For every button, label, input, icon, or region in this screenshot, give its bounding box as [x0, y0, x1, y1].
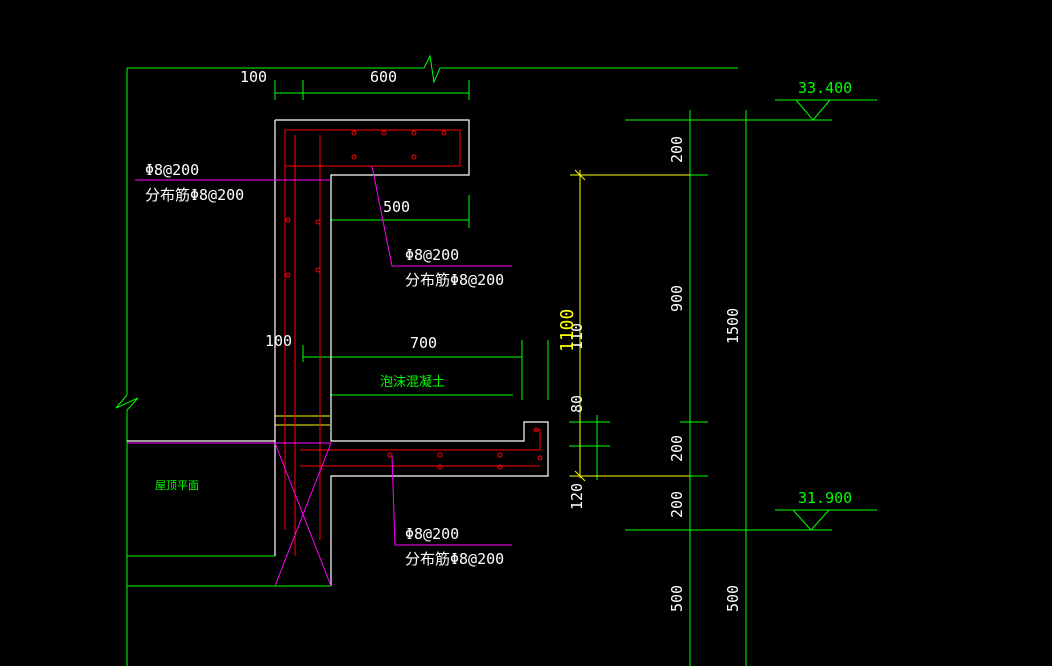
rebar-dots — [285, 130, 543, 470]
dim-top-100: 100 — [240, 68, 267, 86]
dim-right-500-left: 500 — [668, 585, 686, 612]
dim-mid-100: 100 — [265, 332, 292, 350]
dim-top-600: 600 — [370, 68, 397, 86]
dim-right-900: 900 — [668, 285, 686, 312]
leader-lines — [127, 165, 512, 587]
dim-inner-500: 500 — [383, 198, 410, 216]
dim-left-80: 80 — [568, 395, 586, 413]
yellow-dimension — [275, 169, 690, 482]
annotation-upper-left-dist: 分布筋Φ8@200 — [145, 186, 244, 204]
green-guide-lines — [115, 54, 877, 666]
label-roof-plan: 屋顶平面 — [155, 479, 199, 492]
annotation-bottom-main: Φ8@200 — [405, 525, 459, 543]
dim-width-700: 700 — [410, 334, 437, 352]
dimension-texts: 100 600 500 100 700 200 900 1500 200 200… — [240, 68, 742, 612]
dim-right-200-mid: 200 — [668, 435, 686, 462]
rebar-annotations: Φ8@200 分布筋Φ8@200 Φ8@200 分布筋Φ8@200 Φ8@200… — [145, 161, 504, 568]
dim-right-500-right: 500 — [724, 585, 742, 612]
label-foam-concrete: 泡沫混凝土 — [380, 374, 445, 390]
dim-yellow-1100: 1100 — [557, 309, 578, 352]
dim-right-200-top: 200 — [668, 136, 686, 163]
elevation-top: 33.400 — [798, 79, 852, 97]
dim-right-200-bottom: 200 — [668, 491, 686, 518]
annotation-middle-dist: 分布筋Φ8@200 — [405, 271, 504, 289]
concrete-outline — [127, 119, 549, 586]
dim-left-120: 120 — [568, 483, 586, 510]
annotation-middle-main: Φ8@200 — [405, 246, 459, 264]
annotation-bottom-dist: 分布筋Φ8@200 — [405, 550, 504, 568]
annotation-upper-left-main: Φ8@200 — [145, 161, 199, 179]
dim-right-1500: 1500 — [724, 308, 742, 344]
dim-side-110: 110 — [568, 323, 586, 350]
elevation-bottom: 31.900 — [798, 489, 852, 507]
